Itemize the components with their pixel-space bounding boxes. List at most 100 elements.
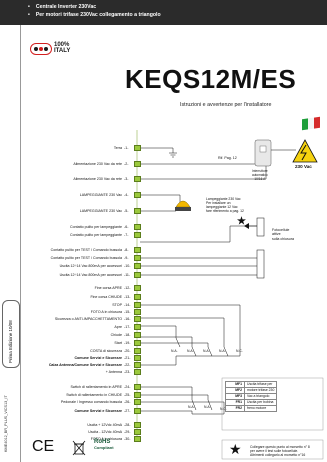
terminal-label: LAMPEGGIANTE 230 Vac <box>79 209 122 213</box>
contact-label: N.C. <box>236 349 243 353</box>
terminal-screw <box>134 332 141 338</box>
terminal-screw <box>134 161 141 167</box>
terminal-number: -25- <box>124 393 131 397</box>
rohs-line-2: Compliant <box>94 445 114 450</box>
terminal-label: FOTO A in chiusura <box>90 437 122 441</box>
terminal-screw <box>134 302 141 308</box>
terminal-screw <box>134 309 141 315</box>
lamp-note: Lampeggiante 230 Vac Per installare un l… <box>206 197 244 213</box>
terminal-number: -20- <box>124 349 131 353</box>
circuit-breaker-icon <box>254 139 272 167</box>
terminal-screw <box>134 392 141 398</box>
contact-label: N.A. <box>204 405 211 409</box>
terminal-screw <box>134 316 141 322</box>
terminal-screw <box>134 192 141 198</box>
edition-badge: Prima Edizione 10/08 <box>2 300 20 368</box>
rohs-logo: RoHS Compliant <box>94 439 114 450</box>
reference-note: Rif. Pag. 12 <box>218 156 237 160</box>
terminal-number: -1- <box>124 146 129 150</box>
logo-line-1: 100% <box>54 42 70 48</box>
terminal-screw <box>134 399 141 405</box>
terminal-screw <box>134 224 141 230</box>
terminal-number: -29- <box>124 430 131 434</box>
terminal-screw <box>134 422 141 428</box>
terminal-number: -11- <box>124 273 131 277</box>
terminal-number: -13- <box>124 295 131 299</box>
terminal-label: Calza Antenna/Comune Servizi e Sicurezze <box>48 363 122 367</box>
terminal-screw <box>134 255 141 261</box>
terminal-screw <box>134 436 141 442</box>
made-in-italy-logo-icon <box>30 43 52 55</box>
terminal-label: STOP <box>112 303 122 307</box>
terminal-label: Contatto pulito per TEST / Comando busso… <box>50 248 122 252</box>
star-marker-icon: ★ <box>237 216 246 227</box>
terminal-label: FOTO A in chiusura <box>90 310 122 314</box>
terminal-screw <box>134 272 141 278</box>
terminal-number: -6- <box>124 225 129 229</box>
terminal-label: LAMPEGGIANTE 230 Vac <box>79 193 122 197</box>
terminal-number: -22- <box>124 363 131 367</box>
terminal-number: -23- <box>124 370 131 374</box>
terminal-screw <box>134 408 141 414</box>
terminal-number: -27- <box>124 409 131 413</box>
terminal-label: Switch di rallentamento in CHIUDE <box>66 393 122 397</box>
terminal-number: -5- <box>124 209 129 213</box>
terminal-label: Alimentazione 230 Vac da rete <box>73 177 122 181</box>
model-title: KEQS12M/ES <box>125 64 297 94</box>
terminal-label: Pedonale / Ingresso comando bussola <box>60 400 122 404</box>
terminal-number: -16- <box>124 317 131 321</box>
terminal-number: -18- <box>124 333 131 337</box>
logo-line-2: ITALY <box>54 47 71 54</box>
high-voltage-warning-icon <box>292 139 318 163</box>
terminal-label: COSTA di sicurezza <box>90 349 122 353</box>
ce-mark-icon: CE <box>32 438 55 455</box>
rohs-line-1: RoHS <box>94 439 111 445</box>
terminal-screw <box>134 355 141 361</box>
photocell-note: Fotocellule attive sulla chiusura <box>272 228 294 241</box>
terminal-label: Uscita + 12Vdc 40mA <box>87 423 122 427</box>
terminal-label: Uscita - 12Vdc 40mA <box>88 430 122 434</box>
terminal-screw <box>134 263 141 269</box>
terminal-label: Chiude <box>110 333 122 337</box>
terminal-number: -30- <box>124 437 131 441</box>
terminal-label: Contatto pulito per TEST / Comando busso… <box>50 256 122 260</box>
terminal-screw <box>134 247 141 253</box>
terminal-label: Alimentazione 230 Vac da rete <box>73 162 122 166</box>
flashing-lamp-icon <box>175 200 191 208</box>
terminal-label: Fine corsa APRE <box>94 286 122 290</box>
terminal-screw <box>134 208 141 214</box>
terminal-label: Contatto pulito per lampeggiante <box>70 233 122 237</box>
terminal-number: -19- <box>124 341 131 345</box>
terminal-number: -15- <box>124 310 131 314</box>
terminal-number: -4- <box>124 193 129 197</box>
logo-text: 100% ITALY <box>54 42 71 54</box>
terminal-screw <box>134 348 141 354</box>
terminal-label: Contatto pulito per lampeggiante <box>70 225 122 229</box>
terminal-label: Sicurezza o ANTI-IMPACCHETTAMENTO <box>54 317 122 321</box>
terminal-screw <box>134 340 141 346</box>
subtitle: Istruzioni e avvertenze per l'installato… <box>180 102 272 108</box>
terminal-number: -7- <box>124 233 129 237</box>
terminal-number: -2- <box>124 162 129 166</box>
terminal-label: Uscita 12÷14 Vac 800mA per accessori <box>59 264 122 268</box>
star-note-icon: ★ <box>229 441 242 457</box>
contact-label: N.A. <box>171 349 178 353</box>
terminal-number: -9- <box>124 256 129 260</box>
terminal-screw <box>134 369 141 375</box>
terminal-number: -10- <box>124 264 131 268</box>
terminal-label: + Antenna <box>105 370 122 374</box>
contact-label: N.A. <box>187 349 194 353</box>
terminal-number: -17- <box>124 325 131 329</box>
header-bullet-2: Per motori trifase 230Vac collegamento a… <box>28 12 161 18</box>
terminal-number: -14- <box>124 303 131 307</box>
terminal-number: -8- <box>124 248 129 252</box>
terminal-screw <box>134 285 141 291</box>
terminal-label: Uscita 12÷14 Vac 800mA per accessori <box>59 273 122 277</box>
voltage-label: 230 Vac <box>295 164 312 169</box>
terminal-screw <box>134 232 141 238</box>
terminal-label: Fine corsa CHIUDE <box>90 295 122 299</box>
weee-bin-icon <box>72 440 86 456</box>
terminal-label: Apre <box>114 325 122 329</box>
terminal-label: Comune Servizi e Sicurezze <box>74 409 122 413</box>
